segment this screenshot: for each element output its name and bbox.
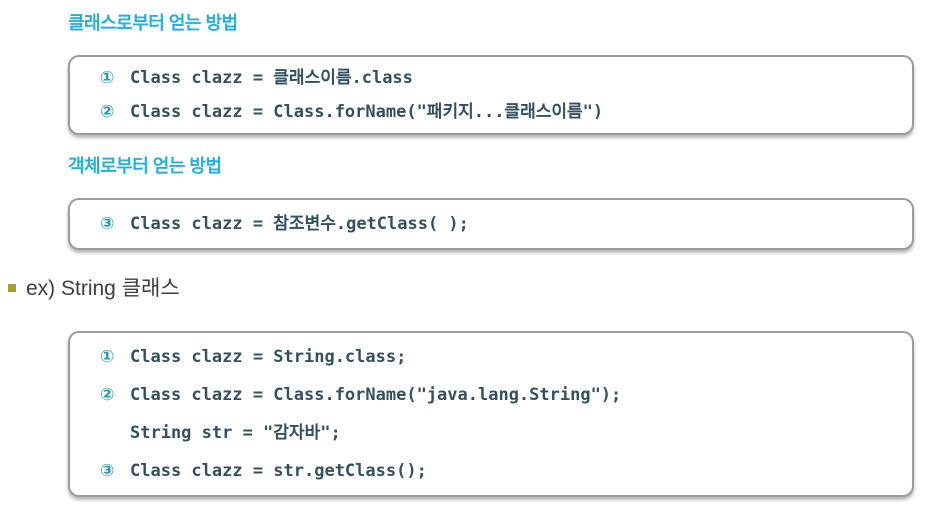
code-box-string-example: ① Class clazz = String.class; ② Class claz… [68,331,914,497]
code-line: String str = "감자바"; [100,414,902,452]
bullet-square-icon [8,284,16,292]
code-text: Class clazz = str.getClass(); [130,461,427,481]
circled-number-2: ② [100,385,115,405]
circled-number-3: ③ [100,214,115,234]
example-label: ex) String 클래스 [26,277,180,300]
heading-from-object: 객체로부터 얻는 방법 [68,156,222,176]
code-line: ③ Class clazz = 참조변수.getClass( ); [100,207,902,241]
code-text: Class clazz = 클래스이름.class [130,68,413,88]
code-line: ② Class clazz = Class.forName("java.lang.… [100,376,902,414]
code-line: ③ Class clazz = str.getClass(); [100,452,902,490]
code-line: ① Class clazz = String.class; [100,338,902,376]
circled-number-3: ③ [100,461,115,481]
circled-number-2: ② [100,102,115,122]
heading-from-class: 클래스로부터 얻는 방법 [68,13,238,33]
example-bullet-row: ex) String 클래스 [8,272,180,302]
code-text: Class clazz = Class.forName("패키지...클래스이름… [130,102,604,122]
code-line: ① Class clazz = 클래스이름.class [100,61,902,95]
circled-number-1: ① [100,347,115,367]
code-box-from-class: ① Class clazz = 클래스이름.class ② Class clazz … [68,55,914,135]
circled-number-1: ① [100,68,115,88]
code-text: Class clazz = String.class; [130,347,407,367]
code-text: String str = "감자바"; [130,423,341,443]
code-text: Class clazz = Class.forName("java.lang.S… [130,385,622,405]
code-text: Class clazz = 참조변수.getClass( ); [130,214,469,234]
code-line: ② Class clazz = Class.forName("패키지...클래스이… [100,95,902,129]
code-box-from-object: ③ Class clazz = 참조변수.getClass( ); [68,198,914,250]
